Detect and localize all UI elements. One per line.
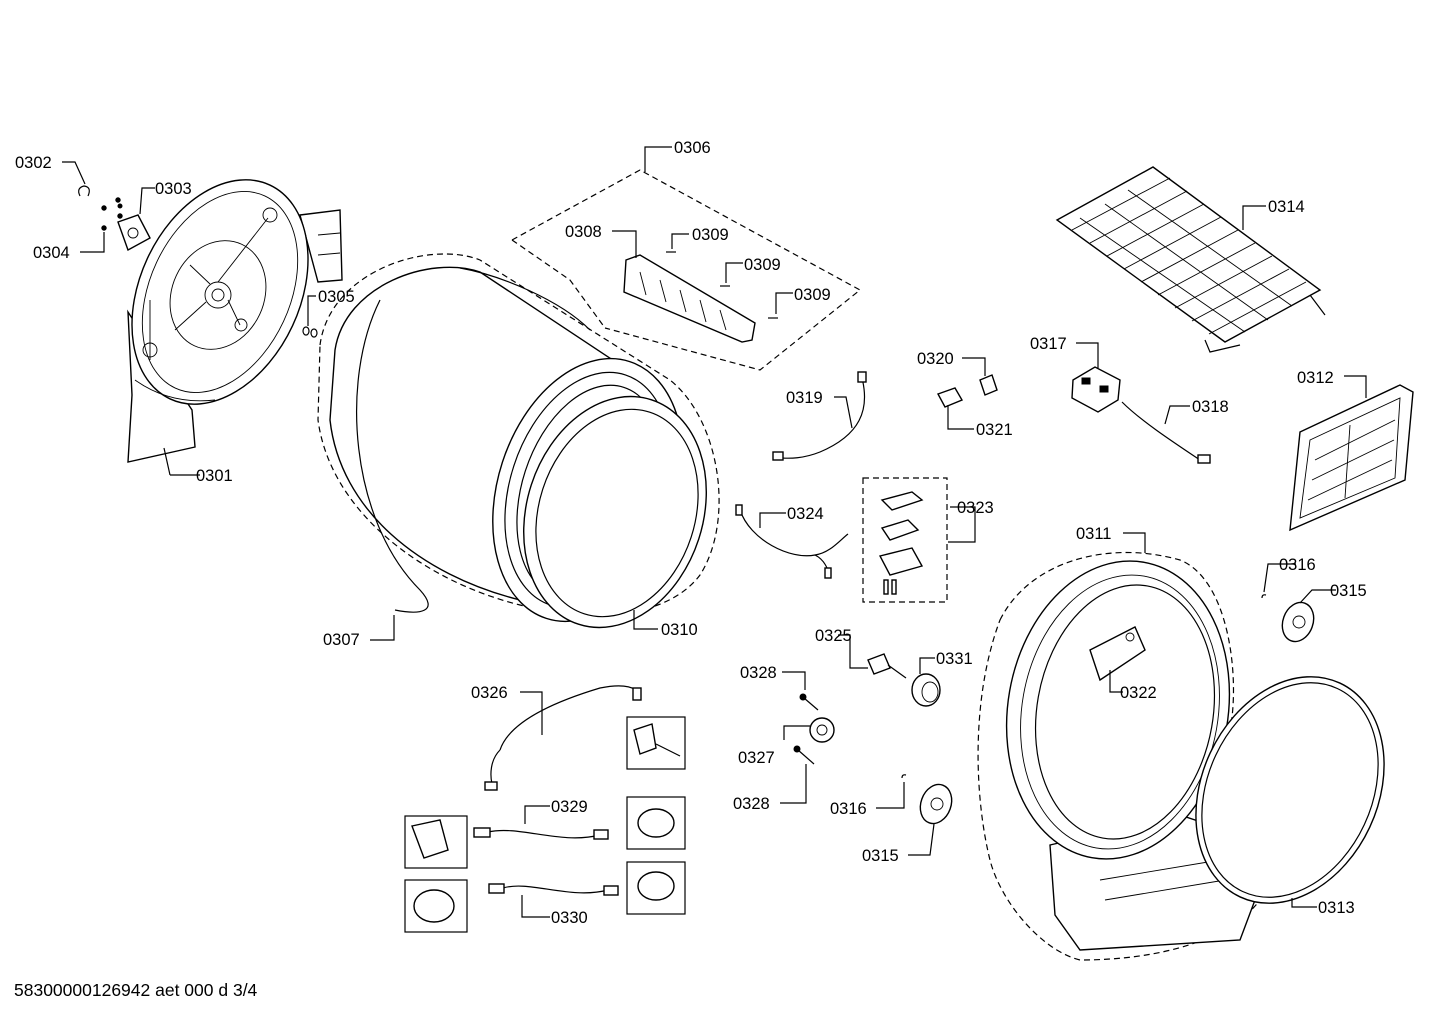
label-0317: 0317: [1030, 335, 1067, 353]
label-0305: 0305: [318, 288, 355, 306]
label-0329: 0329: [551, 798, 588, 816]
callout-labels: 0302 0303 0304 0305 0301 0306 0307 0308 …: [15, 139, 1367, 927]
drawing-code: 58300000126942 aet 000 d 3/4: [14, 980, 258, 1000]
label-0316-b: 0316: [830, 800, 867, 818]
label-0309-a: 0309: [692, 226, 729, 244]
group-brackets: [862, 477, 948, 603]
label-0316-a: 0316: [1279, 556, 1316, 574]
part-bulkhead-bracket: [1089, 626, 1146, 682]
label-0302: 0302: [15, 154, 52, 172]
part-sensor-wire: [772, 371, 867, 461]
label-0309-c: 0309: [794, 286, 831, 304]
label-0325: 0325: [815, 627, 852, 645]
label-0321: 0321: [976, 421, 1013, 439]
part-sensor-plug: [867, 653, 907, 679]
label-0312: 0312: [1297, 369, 1334, 387]
part-wire-harness: [735, 504, 849, 579]
part-rings: [302, 326, 318, 338]
part-knob: [911, 673, 941, 707]
label-0309-b: 0309: [744, 256, 781, 274]
leader-lines: [62, 146, 1367, 918]
label-0326: 0326: [471, 684, 508, 702]
part-screws: [101, 197, 123, 231]
part-rear-bulkhead: [127, 179, 343, 463]
label-0328-a: 0328: [740, 664, 777, 682]
part-drum-front-ring: [523, 395, 707, 629]
label-0301: 0301: [196, 467, 233, 485]
label-0319: 0319: [786, 389, 823, 407]
label-0323: 0323: [957, 499, 994, 517]
label-0311: 0311: [1076, 525, 1111, 543]
part-clips: [901, 594, 1267, 779]
part-thermostat: [809, 717, 835, 743]
label-0314: 0314: [1268, 198, 1305, 216]
part-bearing-bracket: [117, 214, 151, 252]
part-door-seal: [1195, 676, 1385, 904]
part-wire-0330: [488, 883, 619, 896]
part-heater-module: [1071, 366, 1121, 413]
part-drying-rack: [1055, 166, 1326, 353]
part-rollers: [919, 601, 1315, 825]
group-baffle-assembly: [511, 169, 862, 371]
label-0327: 0327: [738, 749, 775, 767]
part-clip: [78, 185, 90, 197]
part-lint-filter: [1289, 384, 1414, 532]
part-pins: [666, 251, 778, 319]
label-0328-b: 0328: [733, 795, 770, 813]
label-0304: 0304: [33, 244, 70, 262]
label-0331: 0331: [936, 650, 973, 668]
part-screws-0328: [793, 693, 819, 765]
label-0315-a: 0315: [1330, 582, 1367, 600]
part-baffle: [623, 254, 756, 343]
label-0310: 0310: [661, 621, 698, 639]
label-0320: 0320: [917, 350, 954, 368]
label-0313: 0313: [1318, 899, 1355, 917]
part-cable-harness: [1121, 401, 1211, 464]
label-0324: 0324: [787, 505, 824, 523]
detail-insets: [404, 716, 686, 933]
label-0308: 0308: [565, 223, 602, 241]
label-0318: 0318: [1192, 398, 1229, 416]
label-0303: 0303: [155, 180, 192, 198]
part-heater-wire: [484, 685, 642, 791]
label-0330: 0330: [551, 909, 588, 927]
label-0322: 0322: [1120, 684, 1157, 702]
part-sensor: [936, 374, 998, 408]
part-wire-0329: [473, 827, 609, 840]
label-0307: 0307: [323, 631, 360, 649]
label-0306: 0306: [674, 139, 711, 157]
label-0315-b: 0315: [862, 847, 899, 865]
